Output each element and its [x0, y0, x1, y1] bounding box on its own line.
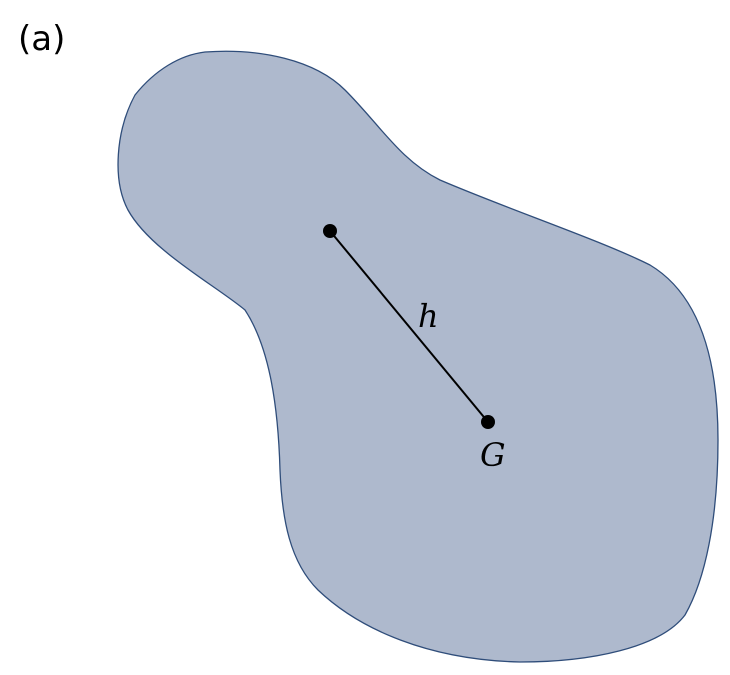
centroid-point: [481, 415, 495, 429]
panel-label: (a): [18, 19, 66, 59]
rigid-body-shape: [117, 50, 719, 663]
reference-point: [323, 224, 337, 238]
distance-line: [329, 230, 489, 423]
centroid-label: G: [480, 436, 506, 474]
distance-label: h: [418, 297, 439, 335]
